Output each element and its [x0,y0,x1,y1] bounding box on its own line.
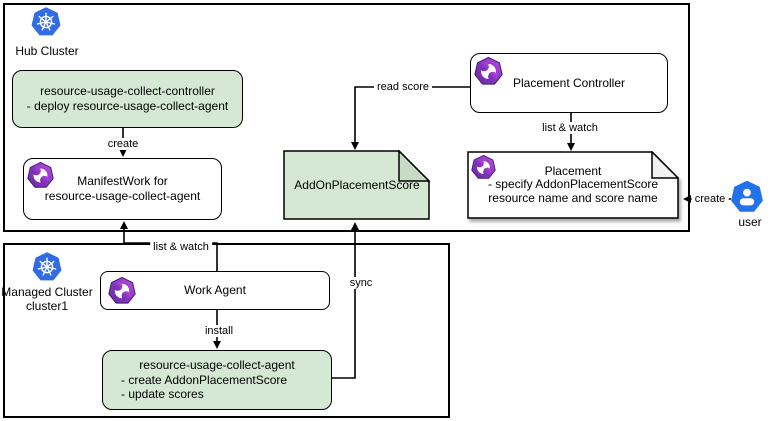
ocm-icon-manifestwork [27,162,54,189]
edge-label-sync: sync [346,277,376,289]
ocm-icon-work-agent [108,277,136,305]
placement-line1: Placement [544,163,602,178]
ocm-icon-placement-controller [474,57,503,86]
placement-controller-label: Placement Controller [512,75,626,90]
manifestwork-line2: resource-usage-collect-agent [44,189,201,203]
edge-label-read-score: read score [374,81,432,93]
edge-label-install: install [201,325,237,337]
work-agent-label: Work Agent [184,283,246,297]
manifestwork-box: ManifestWork for resource-usage-collect-… [23,158,222,220]
controller-line1: resource-usage-collect-controller [40,84,215,98]
edge-label-user-create: create [691,193,729,205]
managed-cluster-title: Managed Cluster cluster1 [1,285,92,313]
collect-agent-box: resource-usage-collect-agent - create Ad… [102,350,332,410]
placement-controller-box: Placement Controller [470,53,668,113]
placement-doc-text: Placement - specify AddonPlacementScore … [467,151,679,219]
placement-line3: resource name and score name [488,190,658,205]
user-label: user [738,215,762,229]
edge-label-list-watch-manifestwork: list & watch [150,241,212,253]
manifestwork-line1: ManifestWork for [77,174,168,188]
placement-line2: - specify AddonPlacementScore [487,177,659,192]
addon-placement-score-doc: AddOnPlacementScore [283,150,431,221]
controller-line2: - deploy resource-usage-collect-agent [26,99,229,113]
addon-placement-score-label-wrap: AddOnPlacementScore [283,150,431,221]
collect-agent-line2: - create AddonPlacementScore [121,372,288,387]
managed-cluster-title-line1: Managed Cluster [1,285,93,299]
managed-cluster-container [3,243,450,418]
hub-cluster-title: Hub Cluster [15,44,79,58]
edge-label-create-manifestwork: create [104,138,142,150]
kubernetes-icon-managed [32,252,62,282]
controller-box: resource-usage-collect-controller - depl… [12,70,243,128]
work-agent-box: Work Agent [100,271,330,310]
collect-agent-line1: resource-usage-collect-agent [139,358,295,373]
managed-cluster-title-line2: cluster1 [25,299,69,313]
edge-label-list-watch-placement: list & watch [539,122,601,134]
addon-placement-score-label: AddOnPlacementScore [294,177,420,192]
ocm-icon-placement [471,155,496,180]
collect-agent-line3: - update scores [121,387,204,402]
kubernetes-icon-hub [31,7,61,37]
user-icon [731,181,763,213]
placement-doc: Placement - specify AddonPlacementScore … [467,151,679,219]
